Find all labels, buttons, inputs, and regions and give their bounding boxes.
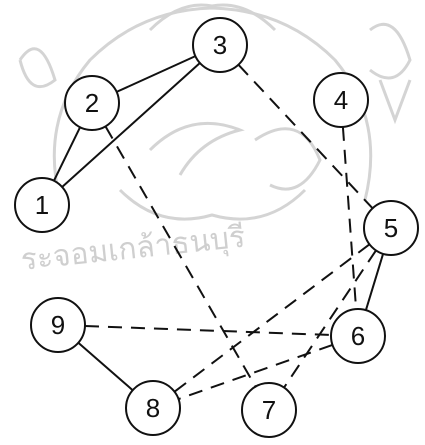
- edge-4-6: [341, 126, 358, 310]
- node-circle: [241, 382, 297, 438]
- node-6: 6: [330, 308, 386, 364]
- node-circle: [14, 177, 70, 233]
- node-5: 5: [363, 200, 419, 256]
- node-2: 2: [64, 75, 120, 131]
- node-1: 1: [14, 177, 70, 233]
- node-8: 8: [125, 380, 181, 436]
- node-label: 1: [35, 190, 49, 220]
- node-label: 9: [51, 310, 65, 340]
- node-circle: [330, 308, 386, 364]
- node-label: 2: [85, 88, 99, 118]
- node-circle: [192, 17, 248, 73]
- edges-layer: [53, 55, 385, 401]
- node-circle: [363, 200, 419, 256]
- node-label: 4: [334, 85, 348, 115]
- node-label: 3: [213, 30, 227, 60]
- nodes-layer: 1 2 3 4 5 6 7 8 9: [14, 17, 419, 438]
- edge-1-3: [61, 62, 201, 188]
- edge-9-6: [84, 325, 332, 336]
- node-4: 4: [313, 72, 369, 128]
- edge-2-7: [104, 125, 257, 388]
- node-circle: [64, 75, 120, 131]
- edge-2-3: [116, 55, 196, 93]
- node-circle: [30, 297, 86, 353]
- node-circle: [125, 380, 181, 436]
- node-label: 8: [146, 393, 160, 423]
- node-7: 7: [241, 382, 297, 438]
- node-3: 3: [192, 17, 248, 73]
- edge-8-9: [77, 342, 134, 391]
- edge-5-6: [364, 253, 385, 311]
- node-9: 9: [30, 297, 86, 353]
- node-label: 5: [384, 213, 398, 243]
- edge-1-2: [53, 126, 81, 182]
- node-label: 6: [351, 321, 365, 351]
- edge-5-7: [283, 249, 377, 389]
- edge-5-8: [173, 243, 371, 393]
- edge-3-5: [237, 64, 374, 209]
- node-circle: [313, 72, 369, 128]
- node-label: 7: [262, 395, 276, 425]
